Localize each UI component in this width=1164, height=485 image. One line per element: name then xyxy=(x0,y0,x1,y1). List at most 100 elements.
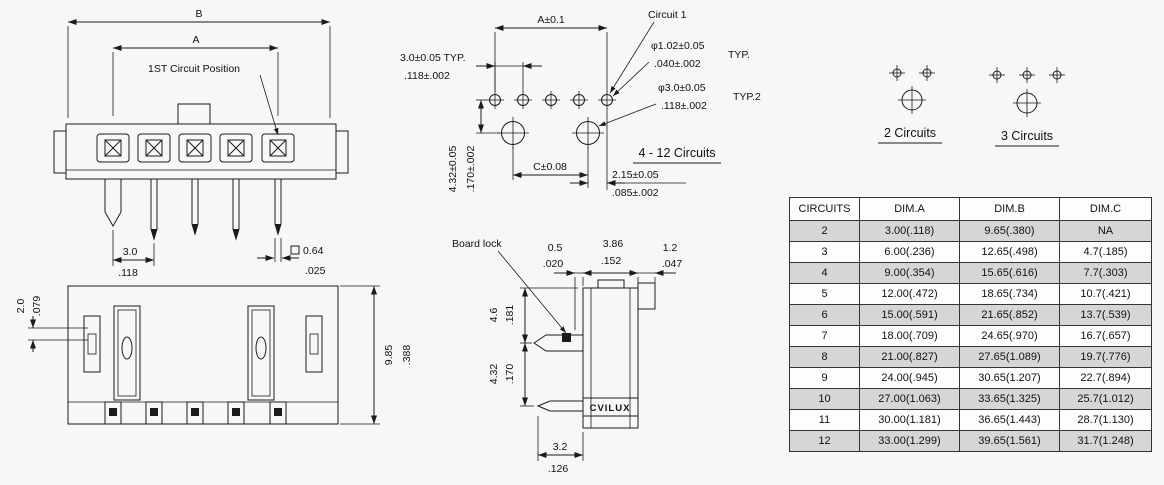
table-cell: 18.65(.734) xyxy=(959,283,1060,305)
pitch-mm: 3.0 xyxy=(123,246,138,258)
pin-holes xyxy=(486,91,616,149)
table-cell: 8 xyxy=(789,346,860,368)
pin-size-mm: 0.64 xyxy=(303,245,324,257)
pcb-dimensions: A±0.1 3.0±0.05 TYP. .118±.002 Circuit 1 … xyxy=(400,9,761,199)
table-cell: 9.00(.354) xyxy=(859,262,960,284)
table-cell: 12.00(.472) xyxy=(859,283,960,305)
first-circuit-label: 1ST Circuit Position xyxy=(148,63,240,75)
dim-1-2-mm: 1.2 xyxy=(663,242,678,254)
table-cell: 16.7(.657) xyxy=(1059,325,1152,347)
dim-4-6-in: .181 xyxy=(504,305,516,326)
table-cell: 15.00(.591) xyxy=(859,304,960,326)
table-cell: 9 xyxy=(789,367,860,389)
table-cell: 39.65(1.561) xyxy=(959,430,1060,452)
small-hole-in: .040±.002 xyxy=(654,58,701,70)
offset-mm: 2.15±0.05 xyxy=(612,169,659,181)
table-cell: 30.00(1.181) xyxy=(859,409,960,431)
pcb-layout-drawing: A±0.1 3.0±0.05 TYP. .118±.002 Circuit 1 … xyxy=(400,9,761,199)
table-cell: 12.65(.498) xyxy=(959,241,1060,263)
offset-in: .085±.002 xyxy=(612,187,659,199)
table-cell: 19.7(.776) xyxy=(1059,346,1152,368)
big-hole-typ: TYP.2 xyxy=(733,91,761,103)
lower-pin xyxy=(536,400,584,412)
big-hole-mm: φ3.0±0.05 xyxy=(658,82,706,94)
dim-3-86-mm: 3.86 xyxy=(603,238,624,250)
side-view-bottom-dimension: 3.2 .126 xyxy=(537,416,584,475)
table-cell: 30.65(1.207) xyxy=(959,367,1060,389)
table-cell: 3 xyxy=(789,241,860,263)
table-cell: 4.7(.185) xyxy=(1059,241,1152,263)
dim-0-5-in: .020 xyxy=(543,258,564,270)
table-cell: 3.00(.118) xyxy=(859,220,960,242)
table-cell: 21.65(.852) xyxy=(959,304,1060,326)
table-cell: 33.65(1.325) xyxy=(959,388,1060,410)
table-cell: 22.7(.894) xyxy=(1059,367,1152,389)
connector-body-top xyxy=(67,285,339,425)
height-mm: 9.85 xyxy=(383,345,395,366)
small-hole-typ: TYP. xyxy=(728,49,750,61)
side-view-body: CVILUX xyxy=(533,279,656,429)
connector-body-front xyxy=(53,103,349,180)
side-view-top-dimensions: 0.5 .020 3.86 .152 1.2 .047 xyxy=(543,238,682,330)
dim-3-2-mm: 3.2 xyxy=(553,441,568,453)
side-view-labels: Board lock xyxy=(452,238,567,334)
pcb-dim-c: C±0.08 xyxy=(533,161,567,173)
table-cell: 33.00(1.299) xyxy=(859,430,960,452)
pattern-2-circuits: 2 Circuits xyxy=(878,65,942,144)
table-cell: NA xyxy=(1059,220,1152,242)
dim-4-6-mm: 4.6 xyxy=(488,308,500,323)
pcb-pitch-in: .118±.002 xyxy=(404,70,450,82)
table-cell: 5 xyxy=(789,283,860,305)
middle-pin xyxy=(533,334,584,352)
slot-dimension: 2.0 .079 xyxy=(15,296,88,352)
table-cell: 21.00(.827) xyxy=(859,346,960,368)
side-view-left-dimensions: 4.6 .181 4.32 .170 xyxy=(488,287,578,407)
table-cell: 7 xyxy=(789,325,860,347)
pcb-pitch-mm: 3.0±0.05 TYP. xyxy=(400,52,466,64)
pin-size-dimension: 0.64 .025 xyxy=(257,238,326,277)
board-lock-label: Board lock xyxy=(452,238,502,250)
table-cell: 24.65(.970) xyxy=(959,325,1060,347)
dim-3-86-in: .152 xyxy=(601,255,622,267)
big-hole-in: .118±.002 xyxy=(661,100,707,112)
table-cell: 28.7(1.130) xyxy=(1059,409,1152,431)
height-dimension: 9.85 .388 xyxy=(340,285,413,425)
table-cell: 10.7(.421) xyxy=(1059,283,1152,305)
three-circuits-label: 3 Circuits xyxy=(1001,129,1053,143)
header-dim-c: DIM.C xyxy=(1059,197,1152,221)
table-cell: 11 xyxy=(789,409,860,431)
header-dim-a: DIM.A xyxy=(859,197,960,221)
table-cell: 13.7(.539) xyxy=(1059,304,1152,326)
row-gap-mm: 4.32±0.05 xyxy=(447,146,459,193)
table-cell: 18.00(.709) xyxy=(859,325,960,347)
height-in: .388 xyxy=(401,345,413,366)
board-lock-feature xyxy=(562,333,571,342)
table-header-row: CIRCUITS DIM.A DIM.B DIM.C xyxy=(789,197,1152,221)
table-cell: 31.7(1.248) xyxy=(1059,430,1152,452)
header-circuits: CIRCUITS xyxy=(789,197,860,221)
dim-4-32-mm: 4.32 xyxy=(488,364,500,385)
slot-mm: 2.0 xyxy=(15,299,27,314)
circuit-patterns-drawing: 2 Circuits 3 Circuits xyxy=(878,65,1065,147)
table-cell: 36.65(1.443) xyxy=(959,409,1060,431)
brand-logo: CVILUX xyxy=(590,403,631,414)
row-gap-in: .170±.002 xyxy=(465,146,477,193)
table-cell: 15.65(.616) xyxy=(959,262,1060,284)
top-view-drawing: 9.85 .388 2.0 .079 xyxy=(15,285,413,425)
table-cell: 2 xyxy=(789,220,860,242)
dim-0-5-mm: 0.5 xyxy=(548,242,563,254)
pin-size-in: .025 xyxy=(305,265,326,277)
square-symbol xyxy=(290,245,300,255)
dim-a-label: A xyxy=(192,34,199,46)
small-hole-mm: φ1.02±0.05 xyxy=(651,40,705,52)
table-cell: 9.65(.380) xyxy=(959,220,1060,242)
